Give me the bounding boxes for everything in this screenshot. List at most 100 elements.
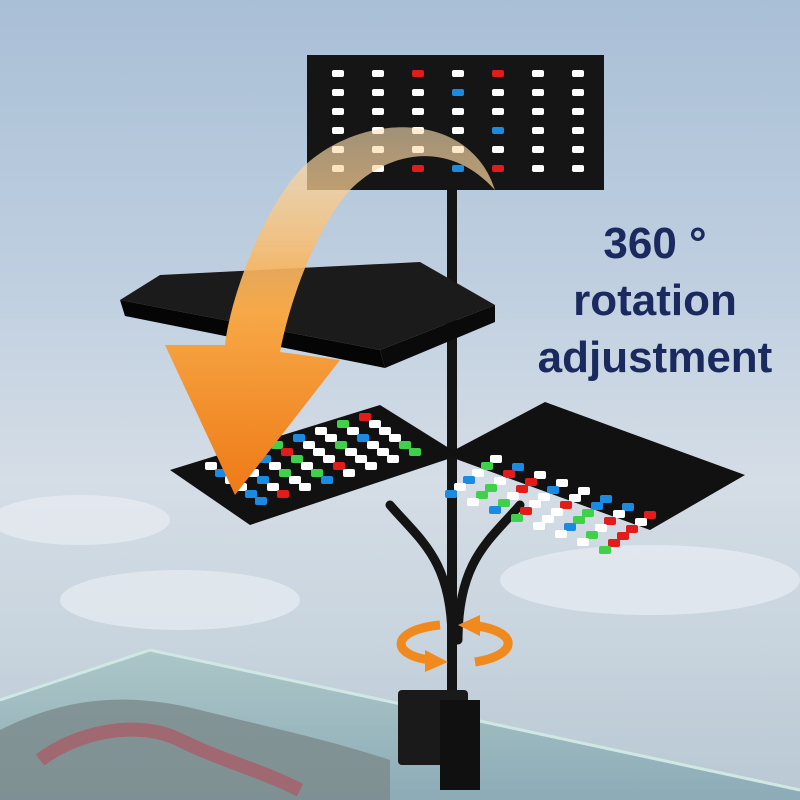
led (529, 500, 541, 508)
led (372, 89, 384, 96)
led (532, 108, 544, 115)
led (399, 441, 411, 449)
led (372, 70, 384, 77)
led (582, 509, 594, 517)
clouds (0, 495, 800, 630)
led (492, 146, 504, 153)
led (534, 471, 546, 479)
led (277, 490, 289, 498)
led (409, 448, 421, 456)
led (311, 469, 323, 477)
led (604, 517, 616, 525)
led (377, 448, 389, 456)
led (289, 476, 301, 484)
led (560, 501, 572, 509)
led (503, 470, 515, 478)
led (599, 546, 611, 554)
led (516, 485, 528, 493)
led (255, 497, 267, 505)
led (485, 484, 497, 492)
led (454, 483, 466, 491)
rotation-arrow-icon (165, 127, 495, 495)
led (359, 413, 371, 421)
led (279, 469, 291, 477)
led (245, 490, 257, 498)
led (547, 486, 559, 494)
led (467, 498, 479, 506)
led (591, 502, 603, 510)
led (299, 483, 311, 491)
led (525, 478, 537, 486)
led (332, 89, 344, 96)
led (542, 515, 554, 523)
led (372, 108, 384, 115)
feature-caption: 360 ° rotation adjustment (520, 215, 790, 386)
led (412, 108, 424, 115)
caption-line-1: 360 ° (603, 219, 707, 268)
led (293, 434, 305, 442)
led (481, 462, 493, 470)
led (494, 477, 506, 485)
led (452, 165, 464, 172)
led (512, 463, 524, 471)
led (532, 70, 544, 77)
led (564, 523, 576, 531)
led (315, 427, 327, 435)
led (600, 495, 612, 503)
led (333, 462, 345, 470)
led (357, 434, 369, 442)
led (492, 70, 504, 77)
caption-line-3: adjustment (537, 333, 773, 382)
led (573, 516, 585, 524)
led (532, 127, 544, 134)
led (622, 503, 634, 511)
led (533, 522, 545, 530)
led (532, 146, 544, 153)
led (337, 420, 349, 428)
led (532, 89, 544, 96)
led (387, 455, 399, 463)
led (626, 525, 638, 533)
led (578, 487, 590, 495)
led (269, 462, 281, 470)
led (325, 434, 337, 442)
led (572, 70, 584, 77)
led (332, 70, 344, 77)
led (492, 89, 504, 96)
led (572, 146, 584, 153)
led (281, 448, 293, 456)
led (572, 127, 584, 134)
led (507, 492, 519, 500)
led (551, 508, 563, 516)
led (369, 420, 381, 428)
led (472, 469, 484, 477)
led (452, 70, 464, 77)
led (321, 476, 333, 484)
caption-line-2: rotation (573, 276, 737, 325)
led (291, 455, 303, 463)
led (347, 427, 359, 435)
led (303, 441, 315, 449)
led (205, 462, 217, 470)
led (538, 493, 550, 501)
led (572, 165, 584, 172)
led (335, 441, 347, 449)
led (572, 89, 584, 96)
led (367, 441, 379, 449)
swivel-arrows-icon (396, 615, 513, 672)
led (332, 108, 344, 115)
led (608, 539, 620, 547)
led (257, 476, 269, 484)
led (452, 89, 464, 96)
tank-clamp (398, 690, 480, 790)
led (532, 165, 544, 172)
led (569, 494, 581, 502)
led (412, 89, 424, 96)
led (555, 530, 567, 538)
led (445, 490, 457, 498)
led (498, 499, 510, 507)
led (613, 510, 625, 518)
led (379, 427, 391, 435)
led (644, 511, 656, 519)
led (267, 483, 279, 491)
